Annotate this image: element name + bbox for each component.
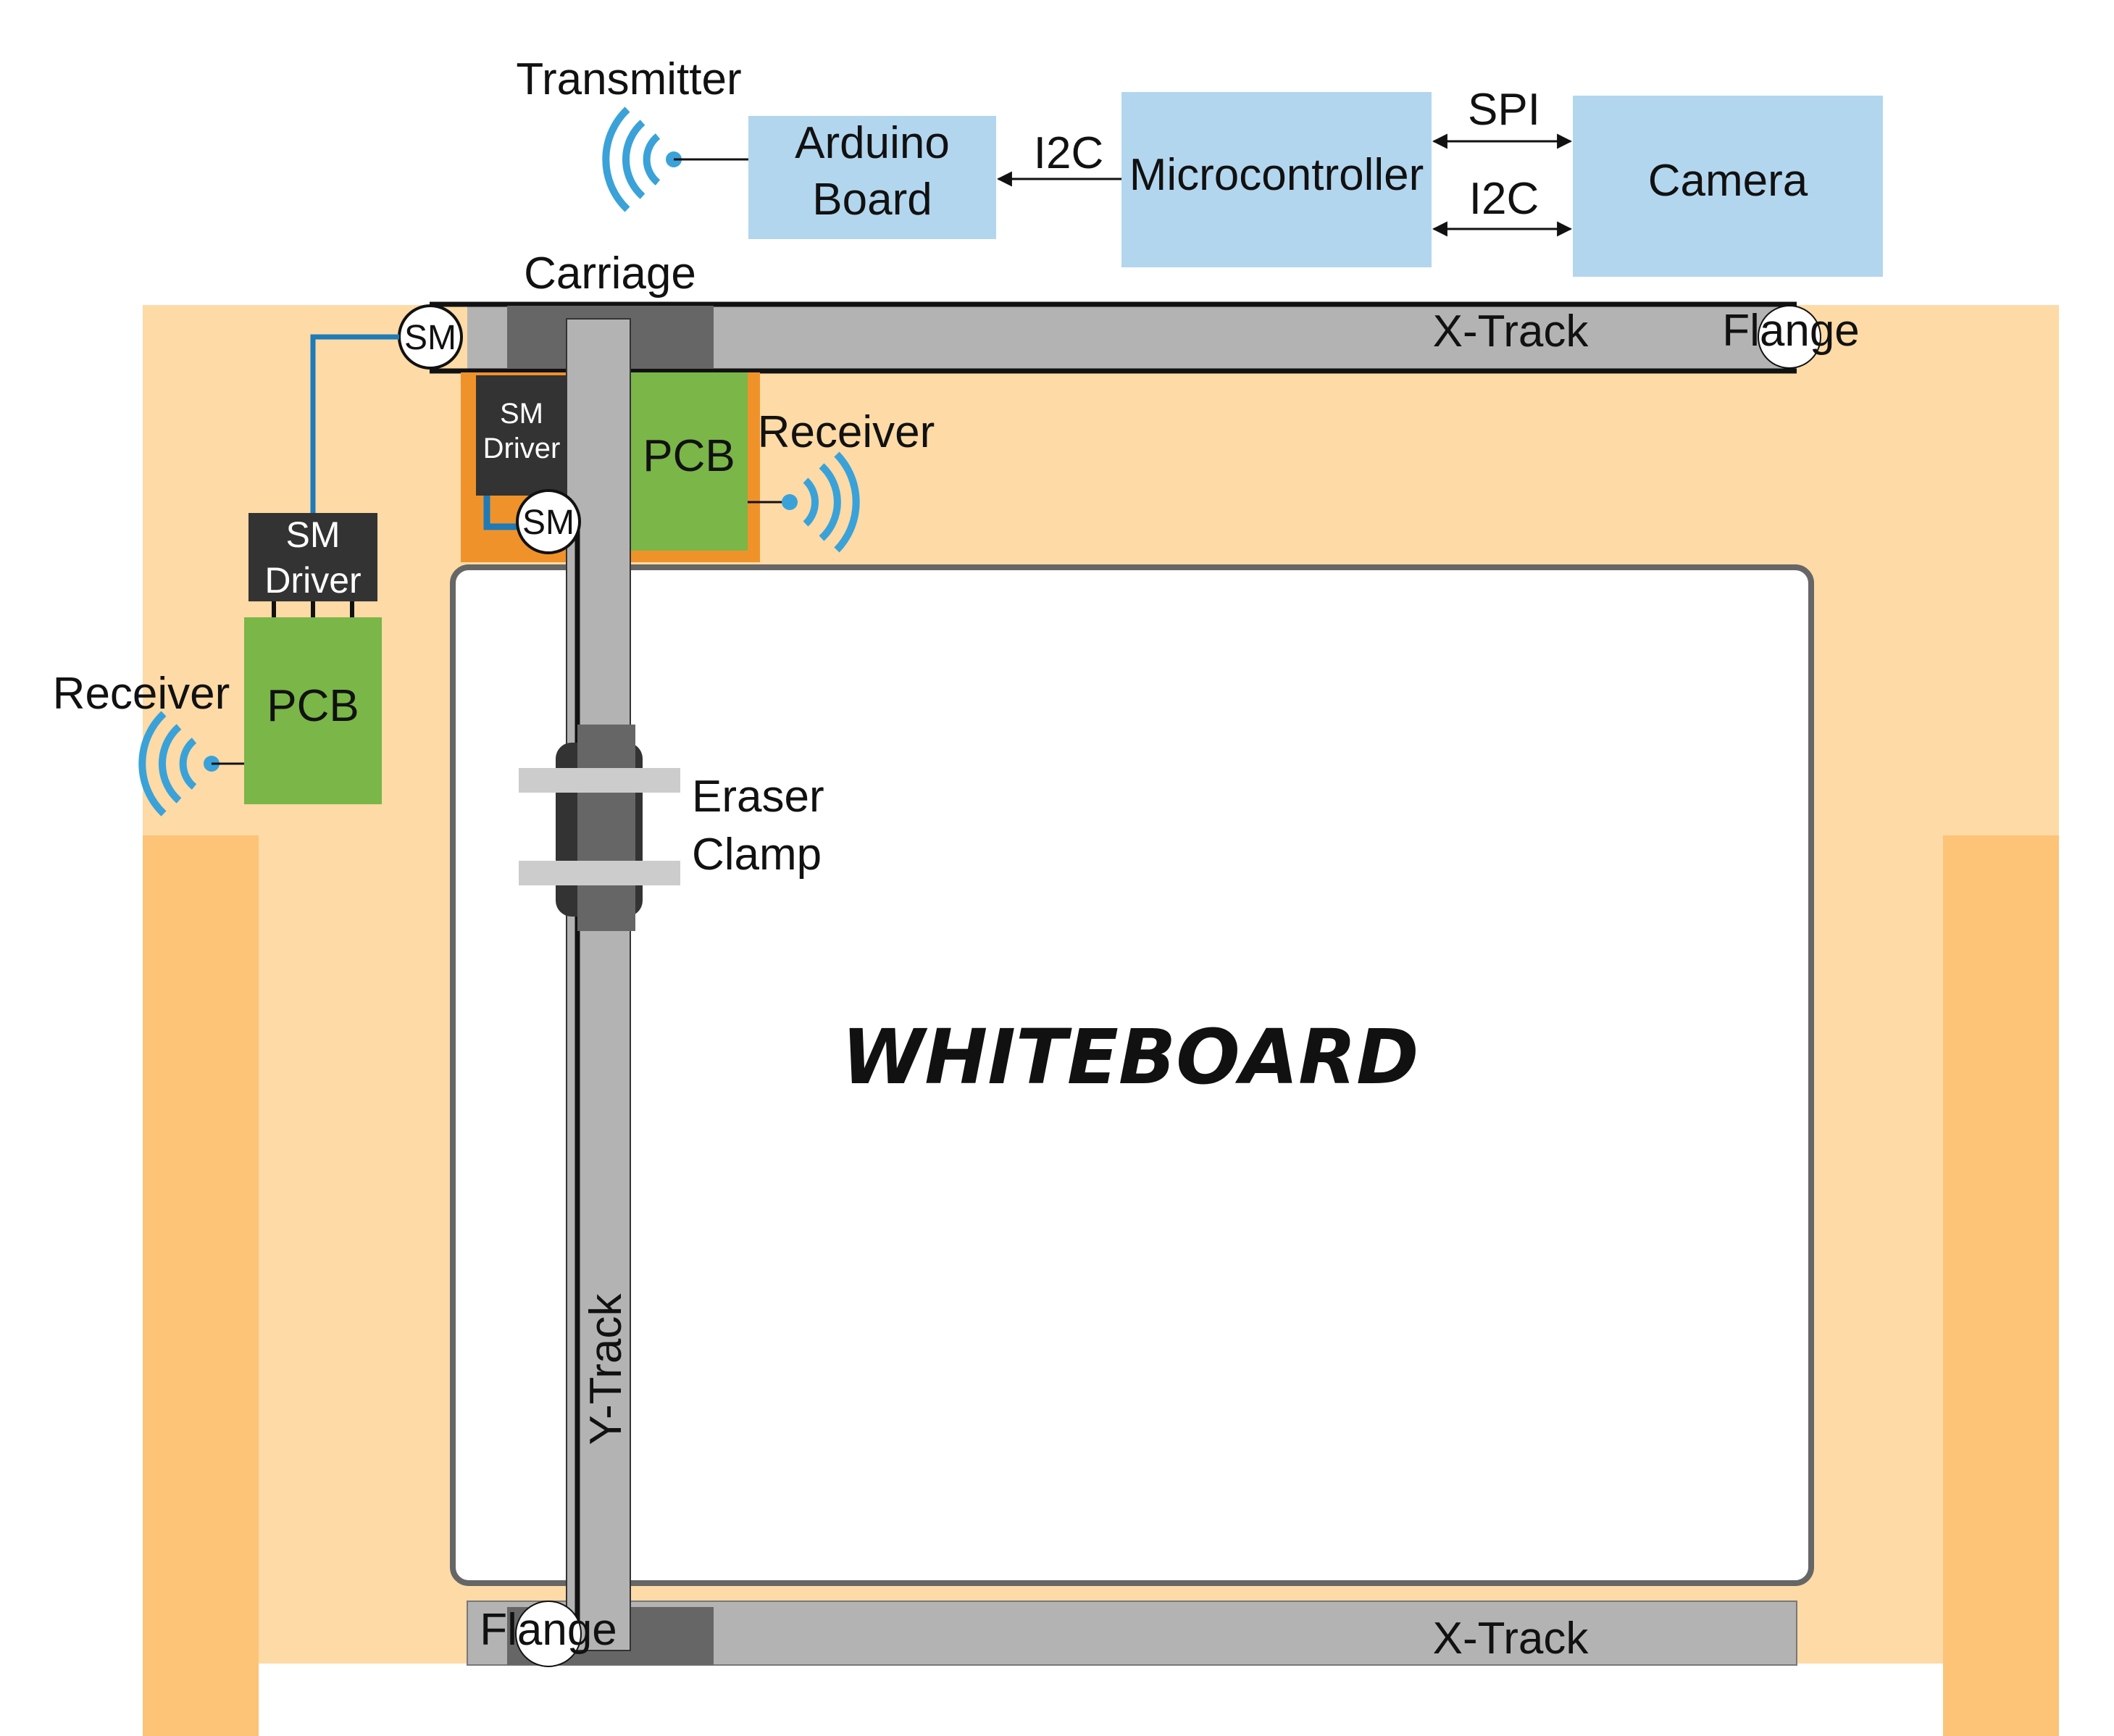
frame-right-leg xyxy=(1943,835,2059,1736)
flange-top-label: Flange xyxy=(1722,306,1860,356)
frame-left-leg xyxy=(143,835,259,1736)
pcb-left-label: PCB xyxy=(267,681,359,731)
eraser-clamp-bar-upper xyxy=(519,768,680,793)
sm-driver-left-line2: Driver xyxy=(264,560,361,601)
x-track-bottom-label: X-Track xyxy=(1433,1614,1589,1664)
camera-label: Camera xyxy=(1648,156,1808,206)
receiver-carriage-icon xyxy=(803,451,860,553)
flange-wheel-bottom xyxy=(515,1601,582,1667)
flange-bottom-label: Flange xyxy=(480,1605,617,1655)
x-track-top-label: X-Track xyxy=(1433,306,1589,356)
sm-carriage-wire xyxy=(483,496,522,530)
sm-driver-left-line1: SM xyxy=(286,514,341,555)
eraser-label-line2: Clamp xyxy=(692,830,822,880)
sm-top-wire xyxy=(310,334,399,514)
eraser-core xyxy=(577,725,635,931)
flange-wheel-top xyxy=(1758,305,1821,369)
stepper-motor-carriage-label: SM xyxy=(522,504,575,542)
sm-driver-left xyxy=(248,513,377,601)
transmitter-label: Transmitter xyxy=(516,54,741,104)
pcb-carriage xyxy=(630,372,748,551)
stepper-motor-carriage xyxy=(516,489,581,554)
whiteboard-title: WHITEBOARD xyxy=(841,1013,1419,1101)
camera-block xyxy=(1573,96,1883,277)
receiver-left-label: Receiver xyxy=(53,669,230,719)
receiver-carriage-label: Receiver xyxy=(758,407,935,457)
transmitter-icon xyxy=(602,107,661,212)
sm-driver-carriage-line2: Driver xyxy=(483,433,561,464)
arduino-board-line1: Arduino xyxy=(795,118,950,168)
carriage-label: Carriage xyxy=(524,249,696,299)
y-track-label: Y-Track xyxy=(581,1293,631,1445)
receiver-carriage-dot xyxy=(782,494,798,510)
frame-bottom-gap xyxy=(259,1664,1943,1736)
microcontroller-label: Microcontroller xyxy=(1129,150,1424,200)
whiteboard xyxy=(450,564,1814,1586)
spi-label: SPI xyxy=(1468,85,1540,135)
pcb-carriage-label: PCB xyxy=(643,431,735,481)
microcontroller-block xyxy=(1121,92,1432,267)
sm-driver-carriage xyxy=(476,375,567,496)
arduino-board-block xyxy=(748,116,996,239)
pcb-left xyxy=(244,617,382,804)
eraser-clamp-bar-lower xyxy=(519,861,680,885)
eraser-label-line1: Eraser xyxy=(692,772,824,822)
stepper-motor-top-label: SM xyxy=(404,319,456,357)
i2c-arduino-label: I2C xyxy=(1034,128,1103,178)
sm-driver-carriage-line1: SM xyxy=(500,398,543,430)
i2c-camera-label: I2C xyxy=(1469,174,1539,224)
receiver-left-icon xyxy=(138,711,197,817)
arduino-board-line2: Board xyxy=(812,175,932,225)
